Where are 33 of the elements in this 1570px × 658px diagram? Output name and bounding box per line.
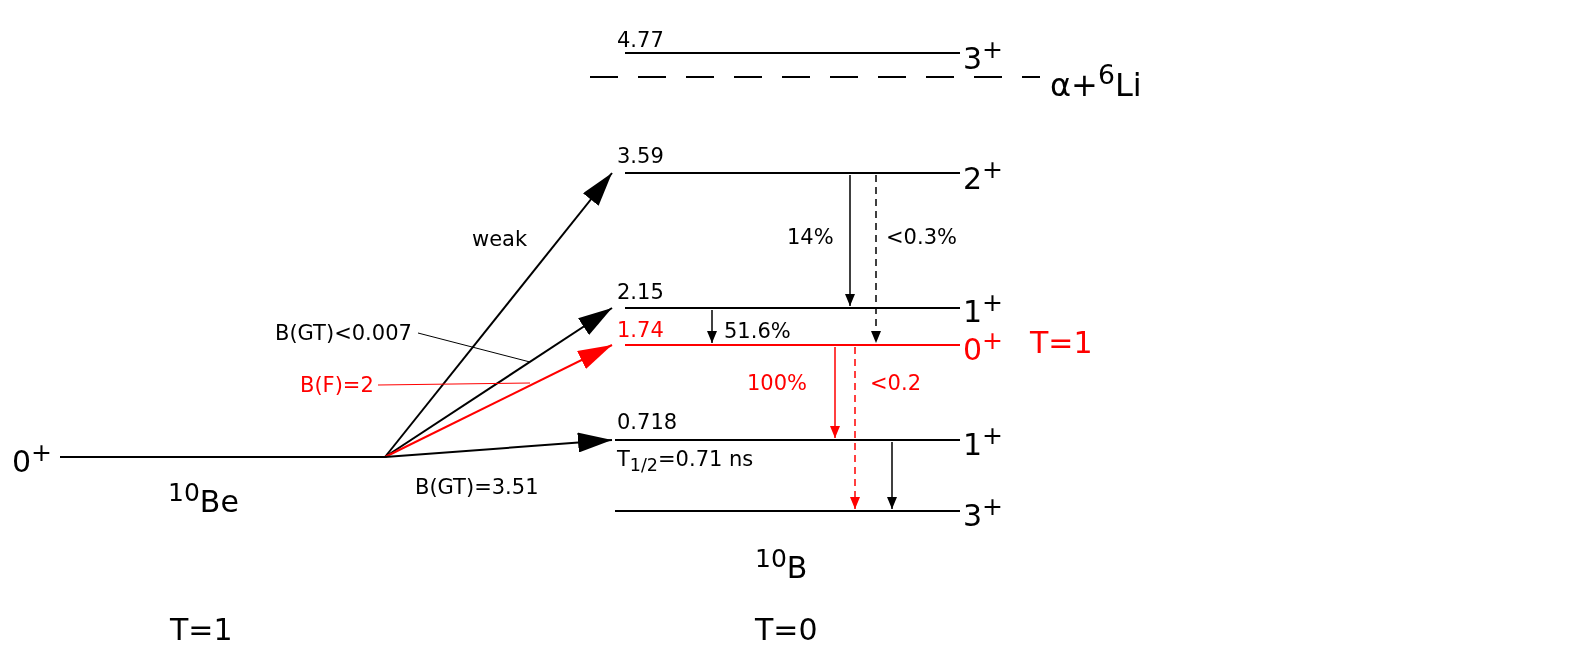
- strength-label: B(F)=2: [300, 375, 374, 396]
- isospin-label: T=0: [755, 615, 818, 645]
- nucleus-label: $^{10}$Be: [168, 480, 239, 517]
- leader-line: [417, 332, 531, 363]
- energy-label: 4.77: [617, 30, 664, 51]
- gamma-arrow: [707, 309, 717, 344]
- energy-label: 3.59: [617, 146, 664, 167]
- energy-label: 0.718: [617, 412, 678, 433]
- gamma-arrow: [887, 441, 897, 510]
- gamma-arrow: [850, 346, 860, 510]
- spin-label: 3$^{+}$: [963, 37, 1004, 74]
- decay-arrow: [384, 172, 613, 458]
- half-life-label: T$_{1/2}$=0.71 ns: [617, 449, 754, 475]
- gamma-arrow: [830, 346, 840, 439]
- decay-arrow: [384, 432, 613, 458]
- energy-label: 1.74: [617, 320, 664, 341]
- gamma-arrow: [871, 174, 881, 344]
- threshold-label: α+$^{6}$Li: [1050, 62, 1142, 101]
- leader-line: [377, 382, 531, 386]
- spin-label: 1$^{+}$: [963, 290, 1004, 327]
- isospin-label: T=1: [170, 615, 233, 645]
- strength-label: B(GT)<0.007: [275, 323, 412, 344]
- gamma-arrow: [845, 174, 855, 307]
- spin-label: 2$^{+}$: [963, 157, 1004, 194]
- spin-label: 1$^{+}$: [963, 423, 1004, 460]
- spin-label: 0$^{+}$: [963, 328, 1004, 365]
- energy-label: 2.15: [617, 282, 664, 303]
- decay-arrow: [384, 344, 613, 458]
- spin-label: 0$^{+}$: [12, 440, 53, 477]
- decay-arrow: [384, 307, 613, 458]
- spin-label: 3$^{+}$: [963, 494, 1004, 531]
- nucleus-label: $^{10}$B: [755, 546, 808, 583]
- isospin-label: T=1: [1030, 328, 1093, 358]
